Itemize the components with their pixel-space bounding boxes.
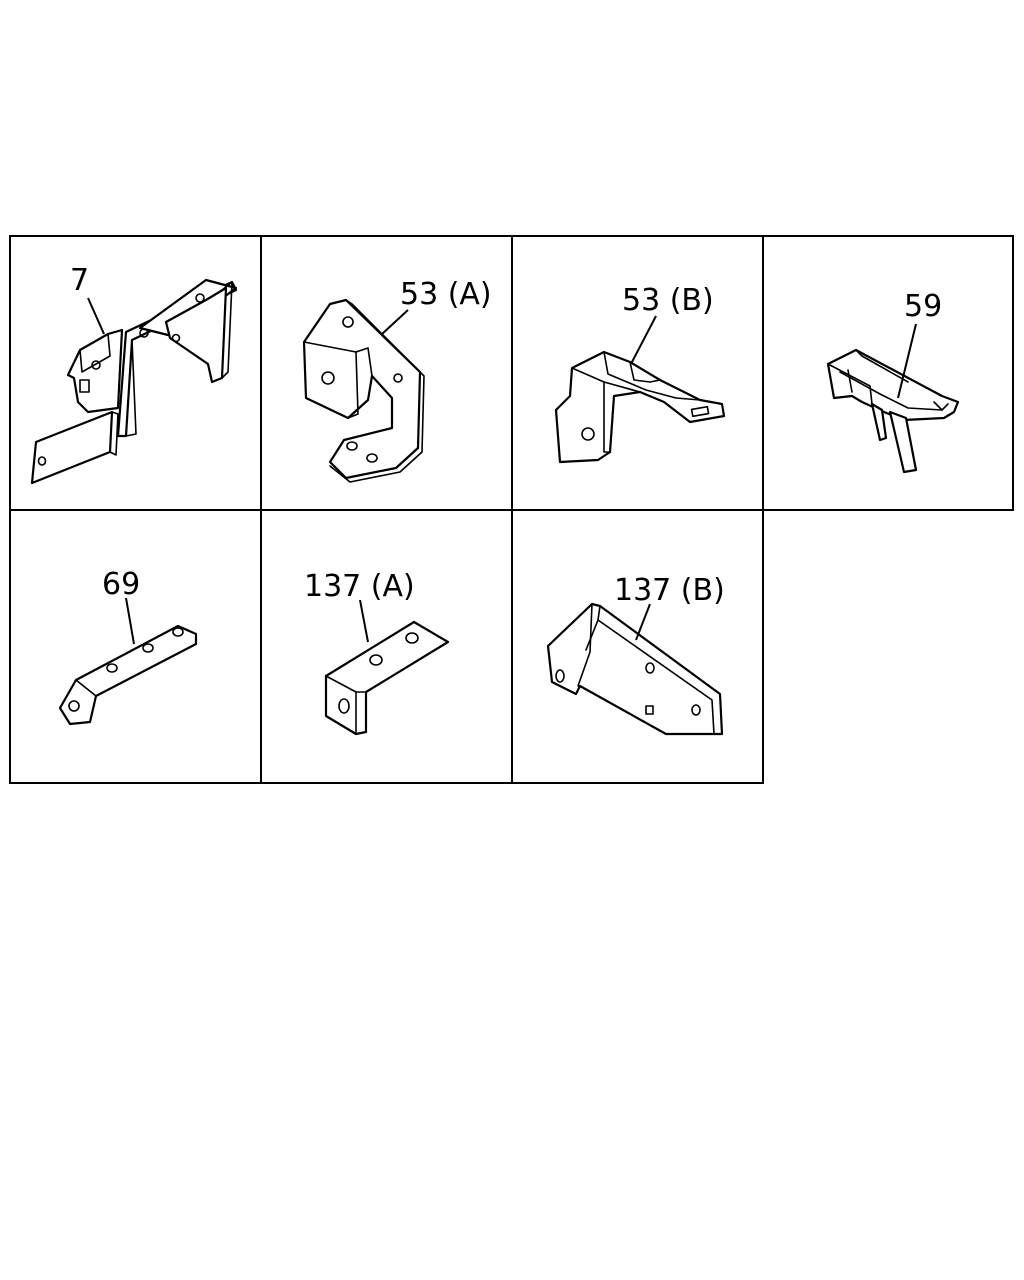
leader-59 (897, 323, 917, 399)
label-69: 69 (102, 567, 140, 602)
bracket-53a-drawing (302, 298, 425, 483)
cell-part-137b: 137 (B) (546, 573, 725, 736)
leader-7 (87, 297, 105, 335)
leader-53a (381, 309, 409, 335)
cell-part-69: 69 (58, 567, 198, 726)
cell-part-59: 59 (826, 289, 960, 474)
leader-137a (359, 599, 369, 643)
cell-part-53a: 53 (A) (302, 277, 492, 483)
cell-part-7: 7 (30, 263, 238, 485)
label-59: 59 (904, 289, 942, 324)
leader-137b (635, 603, 651, 641)
label-53a: 53 (A) (400, 277, 492, 312)
bracket-137a-drawing (324, 620, 450, 736)
label-7: 7 (70, 263, 89, 298)
bracket-7-drawing (30, 278, 238, 485)
label-53b: 53 (B) (622, 283, 714, 318)
cell-part-137a: 137 (A) (304, 569, 450, 736)
leader-69 (125, 597, 135, 645)
label-137b: 137 (B) (614, 573, 725, 608)
bracket-137b-drawing (546, 602, 724, 736)
bracket-69-drawing (58, 624, 198, 726)
label-137a: 137 (A) (304, 569, 415, 604)
bracket-53b-drawing (554, 350, 726, 464)
bracket-59-drawing (826, 348, 960, 474)
parts-grid (9, 235, 1014, 784)
cell-part-53b: 53 (B) (554, 283, 726, 464)
leader-53b (631, 315, 657, 363)
